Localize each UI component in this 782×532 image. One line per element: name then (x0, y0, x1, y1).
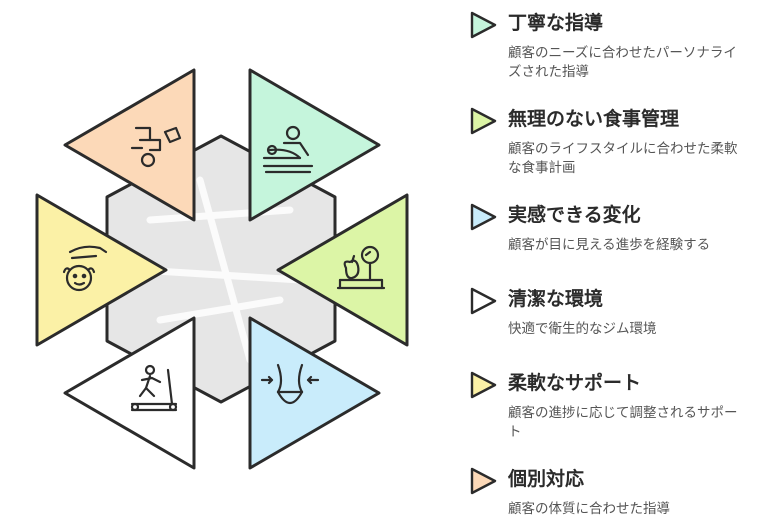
triangle-faucet (63, 68, 196, 222)
triangle-marker-icon (470, 287, 497, 315)
legend-title: 柔軟なサポート (508, 372, 642, 394)
triangle-scale-apple (276, 193, 409, 347)
legend-title: 実感できる変化 (508, 204, 641, 226)
legend-item-individual: 丁寧な指導 顧客のニーズに合わせたパーソナライズされた指導 (468, 10, 768, 82)
legend-item-clean: 清潔な環境 快適で衛生的なジム環境 (468, 286, 768, 346)
hexagon-diagram (35, 68, 409, 470)
legend-title: 無理のない食事管理 (508, 108, 680, 130)
legend-description: 快適で衛生的なジム環境 (508, 321, 657, 337)
legend-item-change: 実感できる変化 顧客が目に見える進歩を経験する (468, 202, 768, 262)
triangle-waist (248, 316, 381, 470)
triangle-marker-icon (470, 467, 497, 495)
legend-item-diet: 無理のない食事管理 顧客のライフスタイルに合わせた柔軟な食事計画 (468, 106, 768, 178)
treadmill-icon (130, 364, 178, 412)
massage-icon (262, 125, 314, 174)
legend-description: 顧客のニーズに合わせたパーソナライズされた指導 (508, 45, 737, 80)
triangle-treadmill (63, 316, 196, 470)
triangle-marker-icon (470, 371, 497, 399)
legend-item-personal: 個別対応 顧客の体質に合わせた指導 (468, 466, 768, 526)
triangle-child-care (35, 193, 168, 347)
legend-description: 顧客が目に見える進歩を経験する (508, 237, 711, 253)
legend-title: 個別対応 (508, 468, 585, 490)
triangle-marker-icon (470, 107, 497, 135)
triangle-marker-icon (470, 11, 497, 39)
legend-item-support: 柔軟なサポート 顧客の進捗に応じて調整されるサポート (468, 370, 768, 442)
legend-title: 清潔な環境 (508, 288, 604, 310)
legend-description: 顧客の進捗に応じて調整されるサポート (508, 405, 738, 440)
faucet-icon (130, 126, 182, 168)
child-care-icon (62, 245, 108, 292)
triangle-marker-icon (470, 203, 497, 231)
triangle-massage (248, 68, 381, 222)
waist-icon (260, 363, 320, 405)
scale-apple-icon (336, 245, 386, 290)
legend-description: 顧客のライフスタイルに合わせた柔軟な食事計画 (508, 141, 738, 176)
legend-title: 丁寧な指導 (508, 12, 604, 34)
legend-description: 顧客の体質に合わせた指導 (508, 501, 670, 517)
